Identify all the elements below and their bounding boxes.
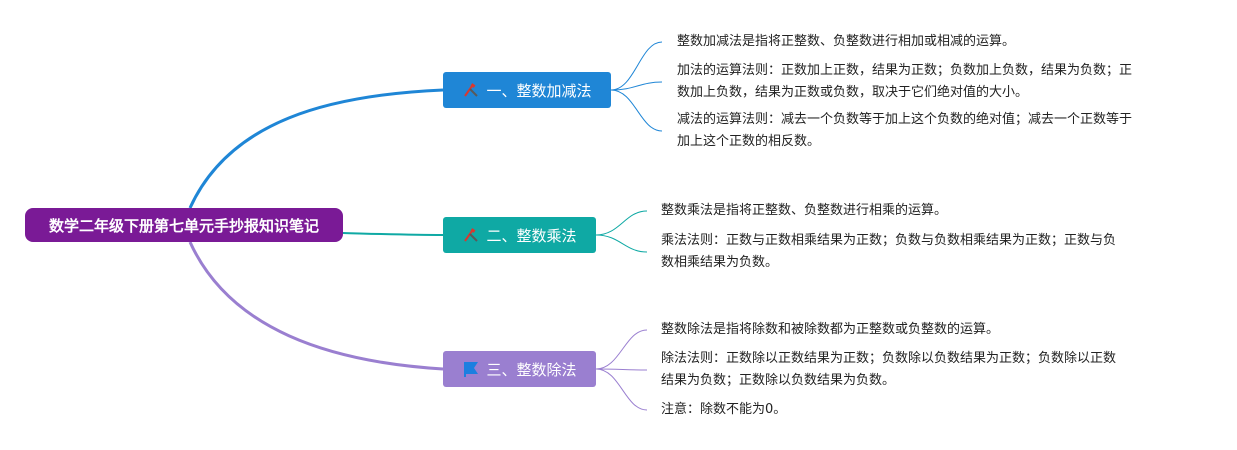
- connector-b2-leaf2: [595, 234, 648, 253]
- leaf-text[interactable]: 除法法则：正数除以正数结果为正数；负数除以负数结果为正数；负数除以正数 结果为负…: [661, 351, 1117, 388]
- flag-icon: [462, 360, 480, 378]
- tools-icon: [462, 81, 480, 99]
- tools-icon: [462, 226, 480, 244]
- branch-integer-multiply[interactable]: 二、整数乘法: [443, 217, 596, 253]
- branch-label: 一、整数加减法: [486, 81, 592, 100]
- connector-b3-leaf1: [595, 329, 648, 370]
- leaf-text[interactable]: 减法的运算法则：减去一个负数等于加上这个负数的绝对值；减去一个正数等于 加上这个…: [677, 112, 1133, 149]
- root-title: 数学二年级下册第七单元手抄报知识笔记: [48, 216, 319, 235]
- connector-root-branch1: [188, 88, 444, 209]
- connector-b3-leaf3: [595, 368, 648, 411]
- branch-label: 三、整数除法: [486, 360, 577, 379]
- leaf-text[interactable]: 乘法法则：正数与正数相乘结果为正数；负数与负数相乘结果为正数；正数与负 数相乘结…: [661, 233, 1117, 270]
- root-topic[interactable]: 数学二年级下册第七单元手抄报知识笔记: [25, 208, 343, 242]
- leaf-text[interactable]: 整数乘法是指将正整数、负整数进行相乘的运算。: [661, 203, 948, 218]
- leaf-text[interactable]: 加法的运算法则：正数加上正数，结果为正数；负数加上负数，结果为负数；正 数加上负…: [677, 63, 1133, 100]
- connector-root-branch2: [342, 232, 444, 236]
- branch-integer-divide[interactable]: 三、整数除法: [443, 351, 596, 387]
- connector-b1-leaf2: [610, 81, 663, 91]
- connector-b3-leaf2: [595, 368, 648, 371]
- leaf-text[interactable]: 注意：除数不能为0。: [661, 402, 787, 417]
- connector-b1-leaf1: [610, 41, 663, 91]
- branch-integer-add-subtract[interactable]: 一、整数加减法: [443, 72, 611, 108]
- connector-root-branch3: [188, 241, 444, 371]
- leaf-text[interactable]: 整数加减法是指将正整数、负整数进行相加或相减的运算。: [677, 34, 1016, 49]
- leaf-text[interactable]: 整数除法是指将除数和被除数都为正整数或负整数的运算。: [661, 322, 1000, 337]
- branch-label: 二、整数乘法: [486, 226, 577, 245]
- connector-b1-leaf3: [610, 89, 663, 132]
- connector-b2-leaf1: [595, 210, 648, 236]
